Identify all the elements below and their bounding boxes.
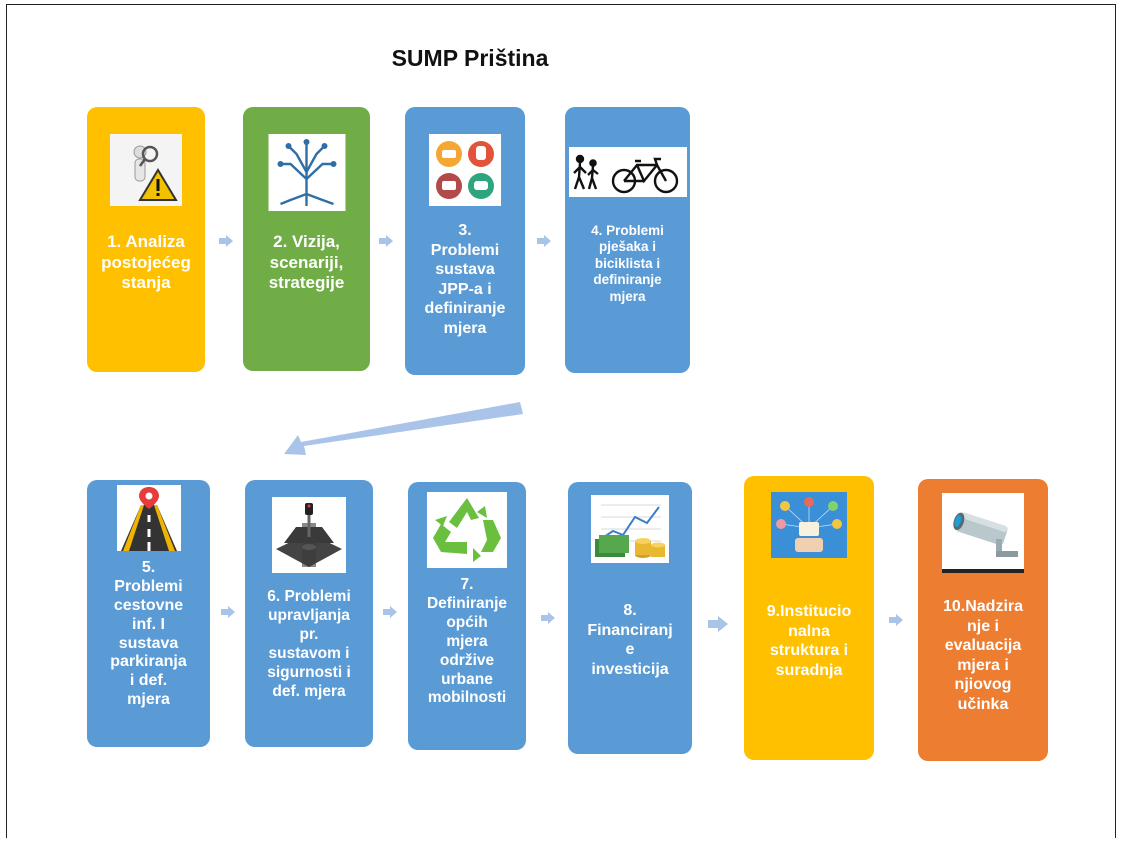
- step-5-label: 5. Problemi cestovne inf. I sustava park…: [110, 559, 187, 709]
- step-10-card: 10.Nadzira nje i evaluacija mjera i njio…: [918, 479, 1048, 761]
- step-4-label: 4. Problemi pješaka i biciklista i defin…: [591, 223, 664, 304]
- step-9-card: 9.Institucio nalna struktura i suradnja: [744, 476, 874, 760]
- row-connector-arrow: [284, 402, 523, 455]
- arrow-3-4: [537, 235, 551, 247]
- cctv-camera-icon: [942, 493, 1024, 573]
- step-1-label: 1. Analiza postojećeg stanja: [101, 232, 191, 293]
- step-7-card: 7. Definiranje općih mjera održive urban…: [408, 482, 526, 750]
- page-title: SUMP Priština: [391, 45, 549, 71]
- step-2-label: 2. Vizija, scenariji, strategije: [268, 232, 345, 293]
- step-4-card: 4. Problemi pješaka i biciklista i defin…: [565, 107, 690, 373]
- pedestrian-bicycle-icon: [568, 147, 687, 197]
- step-3-card: 3. Problemi sustava JPP-a i definiranje …: [405, 107, 525, 375]
- step-3-label: 3. Problemi sustava JPP-a i definiranje …: [424, 222, 506, 337]
- intersection-icon: [272, 497, 346, 573]
- analysis-warning-icon: [110, 134, 182, 206]
- step-6-label: 6. Problemi upravljanja pr. sustavom i s…: [267, 588, 351, 700]
- step-8-label: 8. Financiranj e investicija: [587, 602, 673, 678]
- step-5-card: 5. Problemi cestovne inf. I sustava park…: [87, 480, 210, 747]
- network-people-icon: [771, 492, 847, 558]
- arrow-8-9: [708, 616, 728, 632]
- road-pin-icon: [116, 485, 181, 551]
- circuit-tree-icon: [268, 134, 345, 211]
- step-1-card: 1. Analiza postojećeg stanja: [87, 107, 205, 372]
- arrow-5-6: [221, 606, 235, 618]
- public-transport-icon: [429, 134, 501, 206]
- step-2-card: 2. Vizija, scenariji, strategije: [243, 107, 370, 371]
- recycle-icon: [427, 492, 507, 568]
- step-10-label: 10.Nadzira nje i evaluacija mjera i njio…: [942, 598, 1024, 713]
- arrow-7-8: [541, 612, 555, 624]
- arrow-1-2: [219, 235, 233, 247]
- step-7-label: 7. Definiranje općih mjera održive urban…: [426, 576, 508, 707]
- finance-chart-icon: [591, 495, 669, 563]
- step-9-label: 9.Institucio nalna struktura i suradnja: [766, 603, 852, 679]
- arrow-6-7: [383, 606, 397, 618]
- step-8-card: 8. Financiranj e investicija: [568, 482, 692, 754]
- step-6-card: 6. Problemi upravljanja pr. sustavom i s…: [245, 480, 373, 747]
- page-frame: [6, 4, 1116, 838]
- arrow-9-10: [889, 614, 903, 626]
- arrow-2-3: [379, 235, 393, 247]
